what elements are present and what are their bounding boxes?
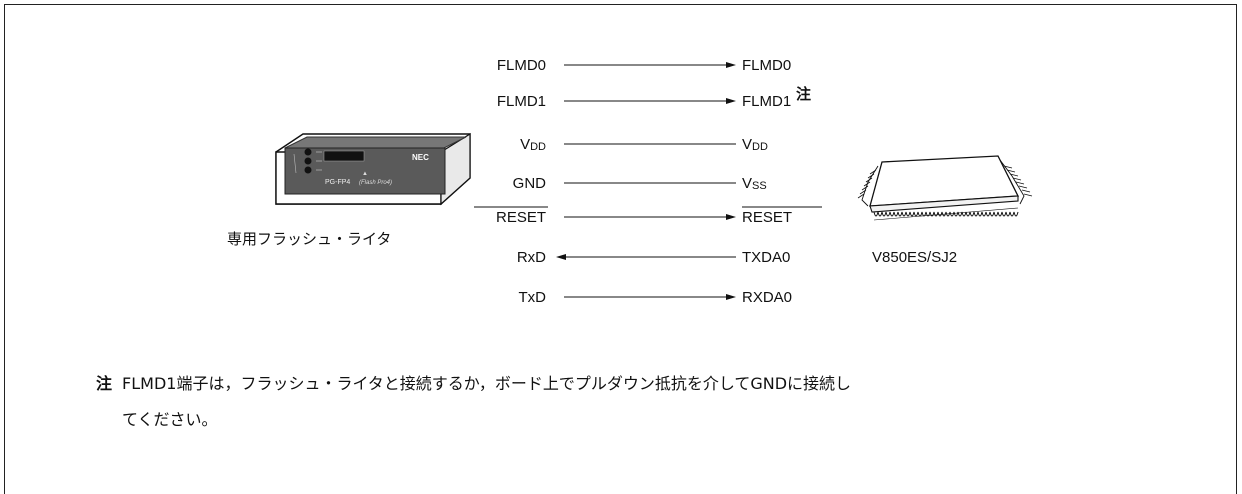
- right-label-flmd0: FLMD0: [742, 57, 791, 74]
- right-label-vss: VSS: [742, 175, 767, 192]
- device-caption: V850ES/SJ2: [872, 249, 957, 266]
- right-label-vdd: VDD: [742, 136, 768, 153]
- signal-row-flmd0: FLMD0 FLMD0: [497, 57, 791, 74]
- arrowhead-left: [556, 254, 566, 260]
- arrowhead-right: [726, 62, 736, 68]
- footnote-text-1: FLMD1端子は，フラッシュ・ライタと接続するか，ボード上でプルダウン抵抗を介し…: [122, 374, 852, 393]
- arrowhead-right: [726, 98, 736, 104]
- right-label-txda0: TXDA0: [742, 249, 790, 266]
- arrowhead-right: [726, 214, 736, 220]
- footnote-line-1: 注 FLMD1端子は，フラッシュ・ライタと接続するか，ボード上でプルダウン抵抗を介…: [96, 366, 1186, 402]
- right-label-flmd1: FLMD1: [742, 93, 791, 110]
- signal-row-rxd: RxD TXDA0: [517, 249, 791, 266]
- right-label-rxda0: RXDA0: [742, 289, 792, 306]
- arrowhead-right: [726, 294, 736, 300]
- footnote: 注 FLMD1端子は，フラッシュ・ライタと接続するか，ボード上でプルダウン抵抗を介…: [96, 366, 1186, 438]
- left-label-vdd: VDD: [520, 136, 546, 153]
- footnote-text-2: てください。: [122, 410, 218, 429]
- left-label-flmd0: FLMD0: [497, 57, 546, 74]
- writer-brand: NEC: [412, 153, 429, 162]
- svg-text:▲: ▲: [362, 171, 368, 177]
- writer-model: PG-FP4: [325, 179, 350, 186]
- footnote-line-2: てください。: [96, 402, 1186, 438]
- microcontroller-chip-illustration: [857, 155, 1033, 221]
- signal-row-gnd: GND VSS: [513, 175, 767, 192]
- footnote-mark: 注: [96, 374, 113, 393]
- signal-row-txd: TxD RXDA0: [519, 289, 793, 306]
- signal-row-reset: RESET RESET: [474, 206, 822, 226]
- signal-row-flmd1: FLMD1 FLMD1 注: [497, 85, 811, 110]
- signal-row-vdd: VDD VDD: [520, 136, 768, 153]
- left-label-flmd1: FLMD1: [497, 93, 546, 110]
- note-marker-sup: 注: [796, 85, 811, 103]
- left-label-gnd: GND: [513, 175, 547, 192]
- writer-caption: 専用フラッシュ・ライタ: [227, 230, 391, 248]
- writer-model-sub: (Flash Pro4): [359, 180, 392, 186]
- right-label-reset: RESET: [742, 209, 792, 226]
- flash-writer-illustration: NEC ▲ PG-FP4 (Flash Pro4): [275, 132, 471, 206]
- left-label-txd: TxD: [519, 289, 547, 306]
- figure-frame: [4, 4, 1237, 494]
- left-label-rxd: RxD: [517, 249, 546, 266]
- left-label-reset: RESET: [496, 209, 546, 226]
